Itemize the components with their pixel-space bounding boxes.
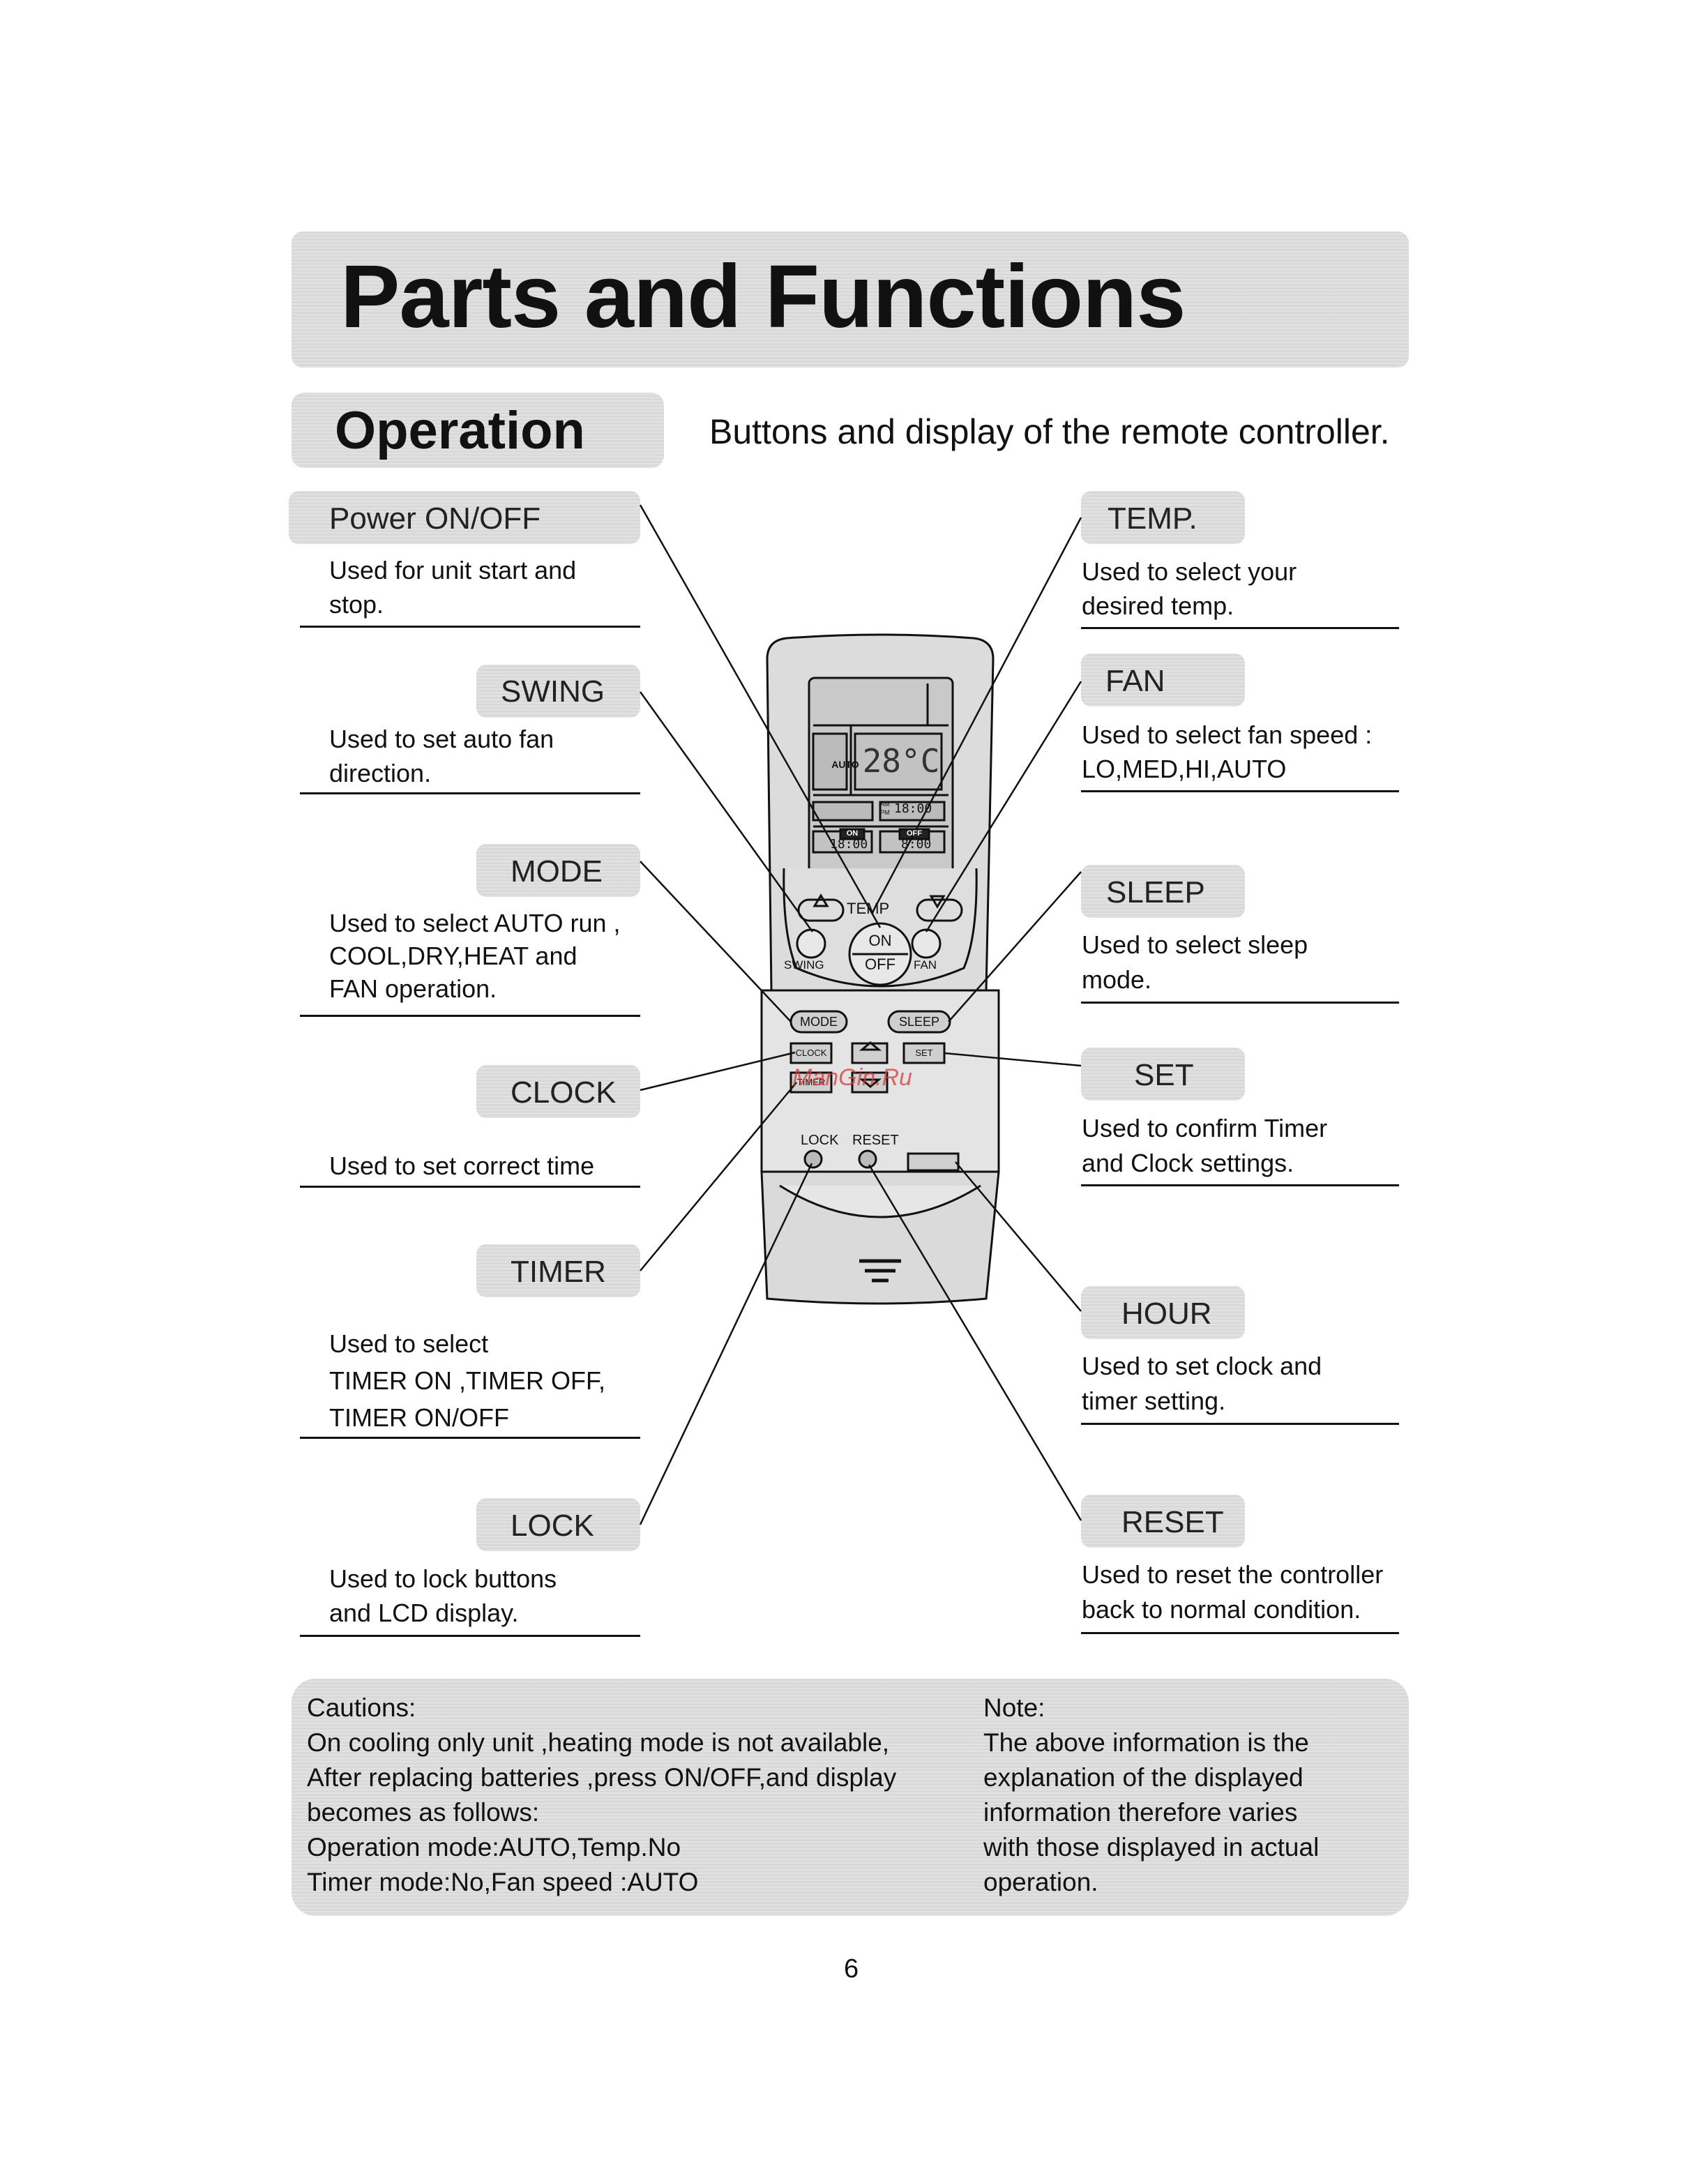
label-lock-box: [476, 1498, 640, 1551]
btn-mode[interactable]: MODE: [800, 1015, 838, 1029]
desc-reset: Used to reset the controller back to nor…: [1082, 1560, 1384, 1624]
label-reset-box: [1081, 1495, 1245, 1548]
label-reset: RESET: [1121, 1505, 1224, 1539]
label-mode-box: [476, 844, 640, 897]
desc-timer: Used to select TIMER ON ,TIMER OFF, TIME…: [329, 1329, 605, 1432]
divider: [300, 1437, 640, 1439]
btn-swing[interactable]: SWING: [784, 958, 824, 972]
page-number: 6: [844, 1954, 859, 1984]
label-fan: FAN: [1105, 664, 1165, 698]
cautions-line: Cautions:: [307, 1693, 416, 1722]
lcd-am: AM: [880, 801, 890, 808]
divider: [300, 626, 640, 628]
btn-temp-label[interactable]: TEMP: [847, 900, 890, 917]
divider: [300, 1015, 640, 1017]
label-sleep: SLEEP: [1106, 875, 1205, 909]
desc-mode: Used to select AUTO run , COOL,DRY,HEAT …: [329, 909, 621, 1003]
note-line: explanation of the displayed: [983, 1763, 1303, 1792]
btn-off[interactable]: OFF: [865, 956, 895, 973]
label-sleep-box: [1081, 865, 1245, 918]
btn-clock[interactable]: CLOCK: [795, 1048, 827, 1058]
note-line: Note:: [983, 1693, 1045, 1722]
lcd-clock-reading: 18:00: [894, 801, 932, 816]
divider: [300, 792, 640, 794]
section-title-box: [292, 393, 664, 468]
lcd-timer-on-time: 18:00: [830, 837, 868, 852]
label-lock: LOCK: [511, 1509, 594, 1543]
label-temp: TEMP.: [1108, 501, 1197, 536]
desc-fan: Used to select fan speed : LO,MED,HI,AUT…: [1082, 720, 1373, 783]
desc-temp: Used to select your desired temp.: [1082, 557, 1297, 620]
desc-clock: Used to set correct time: [329, 1151, 595, 1180]
divider: [1081, 1002, 1399, 1004]
desc-lock: Used to lock buttons and LCD display.: [329, 1564, 557, 1627]
label-power-box: [289, 491, 640, 544]
label-temp-box: [1081, 491, 1245, 544]
title-bar: [292, 232, 1409, 368]
label-set-box: [1081, 1048, 1245, 1101]
btn-set[interactable]: SET: [915, 1048, 933, 1058]
watermark: ManGin.Ru: [792, 1064, 912, 1091]
cautions-text: Cautions: On cooling only unit ,heating …: [307, 1691, 896, 1900]
note-text: Note: The above information is the expla…: [983, 1691, 1319, 1900]
note-line: information therefore varies: [983, 1798, 1298, 1827]
lcd-auto-label: AUTO: [831, 759, 859, 770]
label-timer-box: [476, 1244, 640, 1297]
desc-hour: Used to set clock and timer setting.: [1082, 1352, 1322, 1415]
cautions-line: After replacing batteries ,press ON/OFF,…: [307, 1763, 897, 1792]
cautions-line: Timer mode:No,Fan speed :AUTO: [307, 1868, 699, 1896]
divider: [1081, 627, 1399, 629]
lcd-timer-off: OFF: [907, 829, 922, 838]
divider: [300, 1186, 640, 1188]
cautions-line: becomes as follows:: [307, 1798, 540, 1827]
cautions-box: [292, 1679, 1409, 1916]
btn-lock[interactable]: LOCK: [801, 1133, 839, 1148]
label-hour-box: [1081, 1286, 1245, 1339]
divider: [1081, 790, 1399, 792]
label-swing: SWING: [501, 674, 605, 709]
btn-fan[interactable]: FAN: [914, 958, 937, 972]
btn-on[interactable]: ON: [868, 932, 892, 949]
label-hour: HOUR: [1121, 1297, 1212, 1331]
section-subtitle: Buttons and display of the remote contro…: [709, 412, 1390, 451]
note-line: The above information is the: [983, 1728, 1309, 1757]
btn-sleep[interactable]: SLEEP: [898, 1015, 940, 1029]
label-swing-box: [476, 665, 640, 718]
label-mode: MODE: [511, 854, 603, 889]
note-line: with those displayed in actual: [983, 1833, 1320, 1861]
divider: [1081, 1184, 1399, 1186]
lcd-timer-off-time: 8:00: [901, 837, 932, 852]
btn-reset[interactable]: RESET: [852, 1133, 899, 1148]
btn-timer[interactable]: TIMER: [796, 1077, 826, 1087]
cautions-line: Operation mode:AUTO,Temp.No: [307, 1833, 681, 1861]
label-clock-box: [476, 1065, 640, 1118]
desc-set: Used to confirm Timer and Clock settings…: [1082, 1114, 1328, 1177]
desc-power: Used for unit start and stop.: [329, 556, 577, 619]
label-power: Power ON/OFF: [329, 501, 541, 536]
lcd-temp-reading: 28°C: [862, 742, 940, 780]
lcd-timer-on: ON: [846, 829, 859, 838]
note-line: operation.: [983, 1868, 1098, 1896]
lcd-pm: PM: [880, 809, 890, 816]
divider: [1081, 1632, 1399, 1634]
cautions-line: On cooling only unit ,heating mode is no…: [307, 1728, 890, 1757]
divider: [1081, 1423, 1399, 1425]
section-title: Operation: [335, 401, 585, 460]
page-title: Parts and Functions: [340, 247, 1186, 347]
divider: [300, 1635, 640, 1637]
label-fan-box: [1081, 654, 1245, 707]
desc-swing: Used to set auto fan direction.: [329, 725, 554, 787]
label-timer: TIMER: [511, 1255, 606, 1289]
label-clock: CLOCK: [511, 1075, 617, 1110]
desc-sleep: Used to select sleep mode.: [1082, 930, 1308, 994]
label-set: SET: [1134, 1058, 1194, 1092]
